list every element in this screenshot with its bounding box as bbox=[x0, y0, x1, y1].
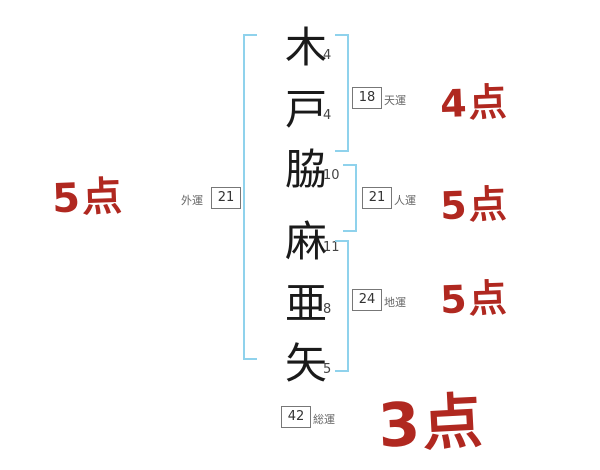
stroke-count-4: 11 bbox=[323, 240, 340, 255]
stroke-count-5: 8 bbox=[323, 302, 332, 317]
total-luck-value-box: 42 bbox=[281, 406, 311, 428]
name-char-1: 木 bbox=[284, 23, 327, 72]
name-char-2: 戸 bbox=[284, 85, 327, 134]
earth-luck-value-box: 24 bbox=[352, 289, 382, 311]
outer-luck-value-box: 21 bbox=[211, 187, 241, 209]
earth-luck-score: 5点 bbox=[439, 275, 510, 323]
outer-luck-score: 5点 bbox=[51, 173, 125, 223]
bracket-person-luck bbox=[343, 164, 357, 232]
stroke-count-6: 5 bbox=[323, 362, 332, 377]
stroke-count-1: 4 bbox=[323, 48, 332, 63]
heaven-luck-score: 4点 bbox=[439, 79, 510, 127]
outer-luck-label: 外運 bbox=[181, 194, 203, 207]
total-luck-score: 3点 bbox=[376, 386, 486, 462]
earth-luck-label: 地運 bbox=[384, 296, 406, 309]
name-char-4: 麻 bbox=[284, 217, 327, 266]
total-luck-label: 総運 bbox=[313, 413, 335, 426]
bracket-earth-luck bbox=[335, 240, 349, 372]
name-char-3: 脇 bbox=[284, 145, 327, 194]
person-luck-value-box: 21 bbox=[362, 187, 392, 209]
bracket-outer-luck bbox=[243, 34, 257, 360]
heaven-luck-label: 天運 bbox=[384, 94, 406, 107]
person-luck-label: 人運 bbox=[394, 194, 416, 207]
bracket-heaven-luck bbox=[335, 34, 349, 152]
name-char-6: 矢 bbox=[284, 339, 327, 388]
stroke-count-3: 10 bbox=[323, 168, 340, 183]
stroke-count-2: 4 bbox=[323, 108, 332, 123]
person-luck-score: 5点 bbox=[439, 181, 510, 229]
name-char-5: 亜 bbox=[284, 279, 327, 328]
heaven-luck-value-box: 18 bbox=[352, 87, 382, 109]
